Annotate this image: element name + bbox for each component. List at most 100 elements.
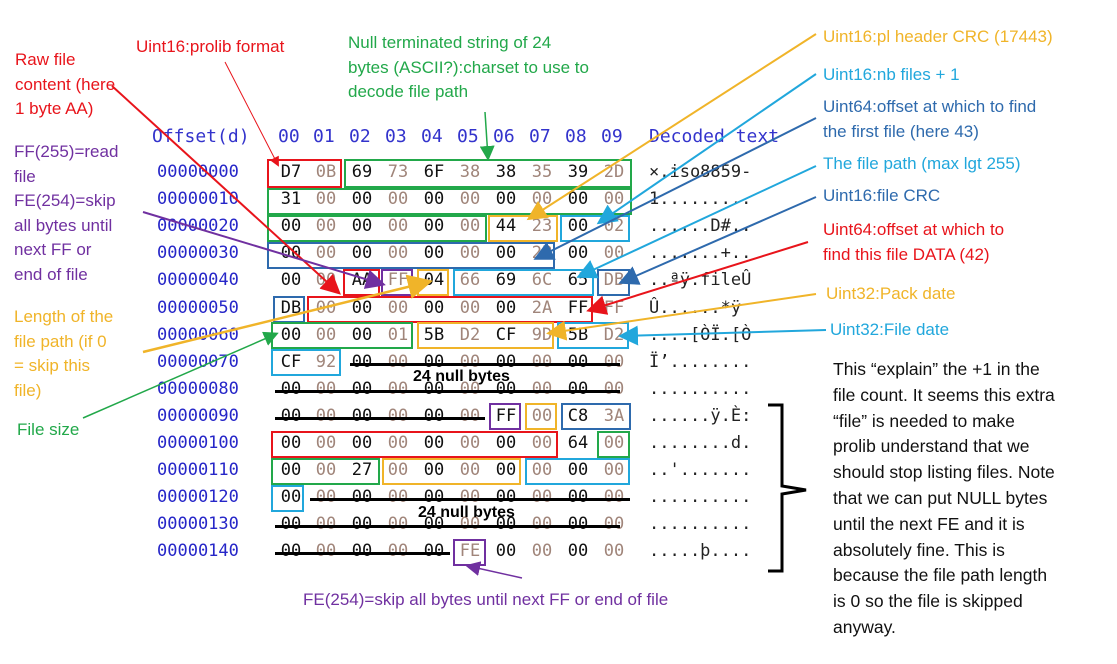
hex-byte: 00 [387,352,409,372]
hex-byte: 00 [387,487,409,507]
hex-byte: 6F [423,162,445,182]
hex-byte: C8 [567,406,589,426]
hex-byte: 00 [531,352,553,372]
hex-byte: 00 [387,460,409,480]
row-offset: 00000140 [157,541,239,561]
box-size-2b [271,458,380,485]
box-file-header [267,159,342,188]
box-pl-crc [488,215,558,242]
hex-byte: 00 [423,541,445,561]
box-date-2a [525,458,630,485]
hex-byte: 00 [315,541,337,561]
row-offset: 00000120 [157,487,239,507]
row-offset: 00000030 [157,243,239,263]
hex-byte: 0B [315,162,337,182]
box-file-date-b [271,349,341,376]
row-offset: 00000040 [157,270,239,290]
hex-byte: 38 [459,162,481,182]
hex-byte: 3A [603,406,625,426]
hex-byte: 00 [351,379,373,399]
row-offset: 00000100 [157,433,239,453]
hex-byte: 00 [603,352,625,372]
hex-byte: 00 [351,406,373,426]
arrow-file-date [618,325,827,346]
nb-files-note: Uint16:nb files + 1 [823,65,960,84]
hex-byte: 00 [315,243,337,263]
hex-byte: FF [387,270,409,290]
hex-byte: 00 [495,243,517,263]
box-file-path [453,269,594,296]
hex-byte: 00 [495,379,517,399]
row-decoded: .......... [649,514,752,534]
box-crc-2 [561,403,631,430]
strike-row-120 [310,498,630,501]
arrow-path-length [142,274,433,354]
arrow-first-file [533,117,817,260]
hex-byte: 00 [423,406,445,426]
first-file-offset-note: Uint64:offset at which to find the first… [823,97,1037,141]
hex-byte: 00 [567,514,589,534]
row-offset: 00000060 [157,325,239,345]
hex-byte: 64 [567,433,589,453]
hex-byte: 00 [531,514,553,534]
hex-byte: 00 [603,379,625,399]
hex-byte: 00 [351,243,373,263]
row-offset: 00000080 [157,379,239,399]
arrow-charset [479,111,495,161]
row-offset: 00000020 [157,216,239,236]
hex-byte: 2A [531,298,553,318]
hex-byte: 00 [387,433,409,453]
row-decoded: ......ÿ.È: [649,406,752,426]
hex-byte: 00 [495,352,517,372]
arrow-prolib-format [224,61,279,167]
hex-byte: 00 [387,514,409,534]
hex-byte: FF [495,406,517,426]
strike-row-70 [350,363,620,366]
hex-byte: 00 [531,541,553,561]
hex-byte: 00 [315,189,337,209]
box-size-2a [597,431,630,458]
hex-byte: 00 [423,298,445,318]
hex-byte: 00 [280,433,302,453]
hex-byte: 00 [459,352,481,372]
hex-byte: 31 [280,189,302,209]
hex-byte: 00 [315,379,337,399]
hex-byte: 23 [531,216,553,236]
hex-byte: 00 [531,406,553,426]
hex-byte: 01 [387,325,409,345]
hex-byte: 00 [459,189,481,209]
hex-byte: 27 [351,460,373,480]
hex-byte: 44 [495,216,517,236]
arrow-nb-files [596,73,817,225]
explain-note: This “explain” the +1 in the file count.… [833,359,1055,637]
raw-file-note: Raw file content (here 1 byte AA) [15,50,116,118]
hex-byte: 00 [315,460,337,480]
hex-byte: 00 [567,487,589,507]
hex-byte: 00 [351,216,373,236]
hex-byte: 00 [459,298,481,318]
row-offset: 00000050 [157,298,239,318]
hex-byte: 00 [459,216,481,236]
row-decoded: .....þ.... [649,541,752,561]
hex-byte: 00 [459,379,481,399]
hex-byte: 5B [423,325,445,345]
hex-byte: 00 [315,325,337,345]
hex-byte: 00 [567,379,589,399]
hex-byte: 00 [495,541,517,561]
arrow-fe-bottom [465,561,523,579]
hex-byte: 00 [351,487,373,507]
hex-byte: CF [280,352,302,372]
hex-byte: 00 [423,514,445,534]
row-decoded: ........d. [649,433,752,453]
hex-byte: 00 [495,189,517,209]
null-bytes-label-1: 24 null bytes [413,368,510,385]
hex-byte: D2 [459,325,481,345]
row-decoded: .......... [649,487,752,507]
column-header-3: 03 [385,126,407,147]
arrow-ff-read [142,211,386,289]
hex-byte: 00 [531,487,553,507]
row-offset: 00000090 [157,406,239,426]
hex-byte: 00 [315,487,337,507]
hex-byte: 00 [280,514,302,534]
